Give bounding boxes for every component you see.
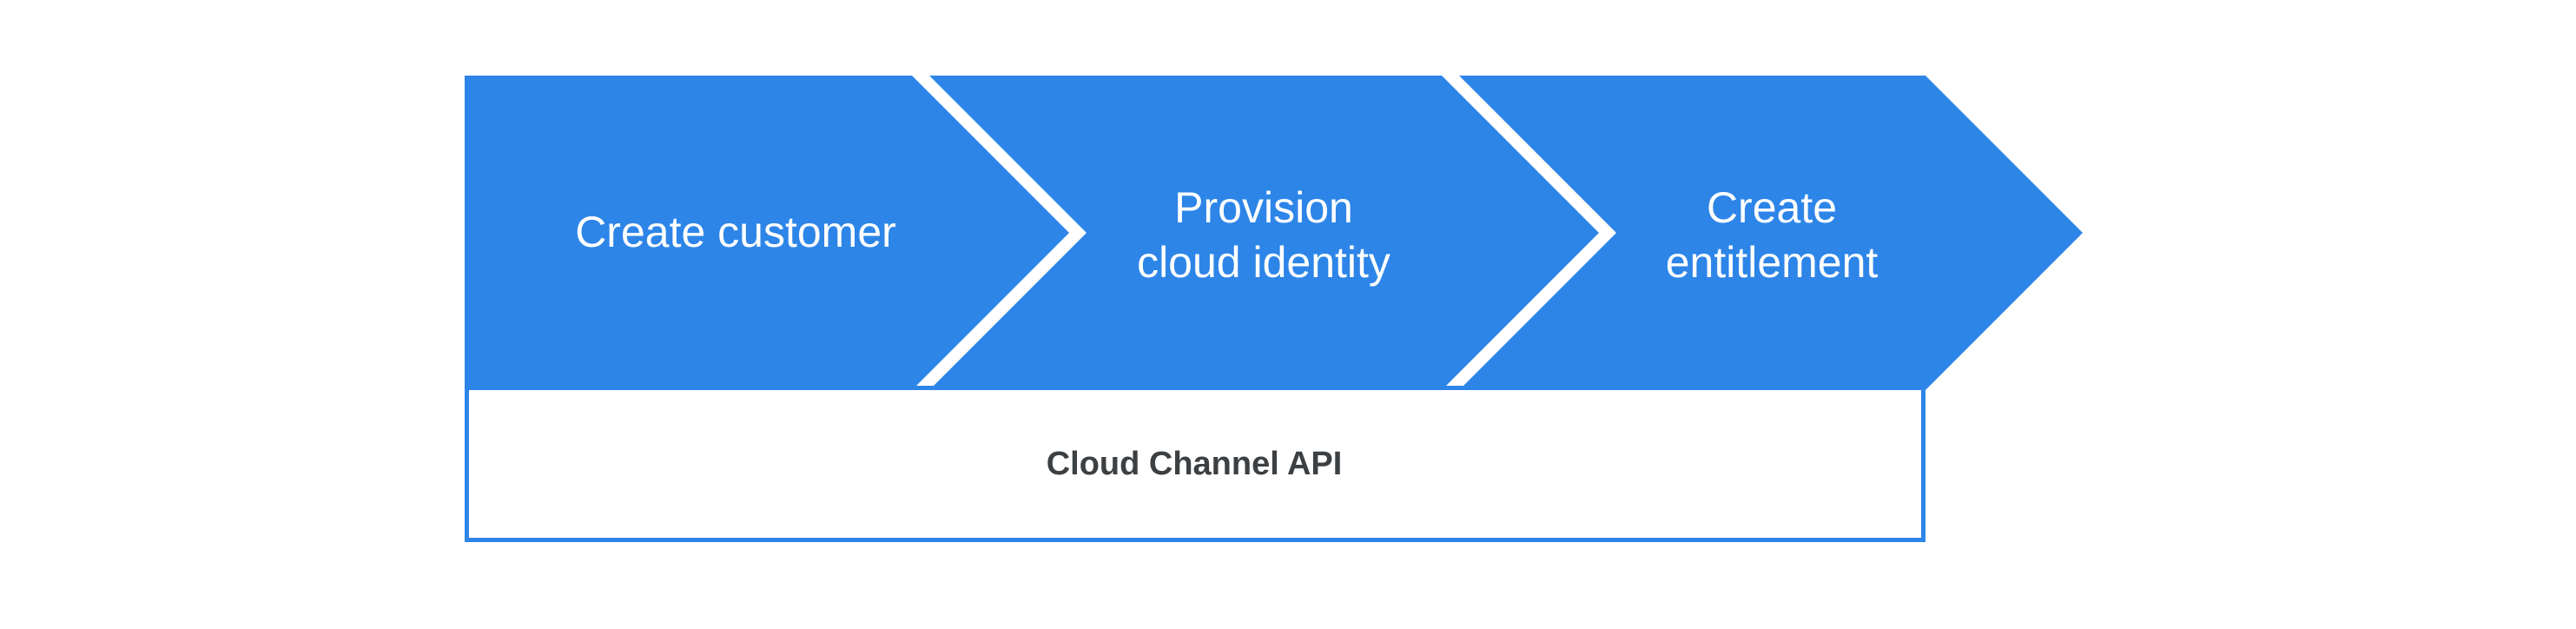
api-box-label: Cloud Channel API <box>1047 446 1343 482</box>
step-label-entitlement-line2: entitlement <box>1666 238 1879 287</box>
step-label-entitlement-line1: Create <box>1707 183 1837 232</box>
step-label-provision-line2: cloud identity <box>1137 238 1390 287</box>
api-box <box>465 386 1925 542</box>
step-arrow-provision-cloud-identity <box>929 76 1599 390</box>
step-arrow-create-entitlement <box>1459 76 2083 390</box>
step-arrow-create-customer <box>465 76 1069 390</box>
step-label-create-customer: Create customer <box>575 208 896 256</box>
step-label-provision-line1: Provision <box>1174 183 1353 232</box>
